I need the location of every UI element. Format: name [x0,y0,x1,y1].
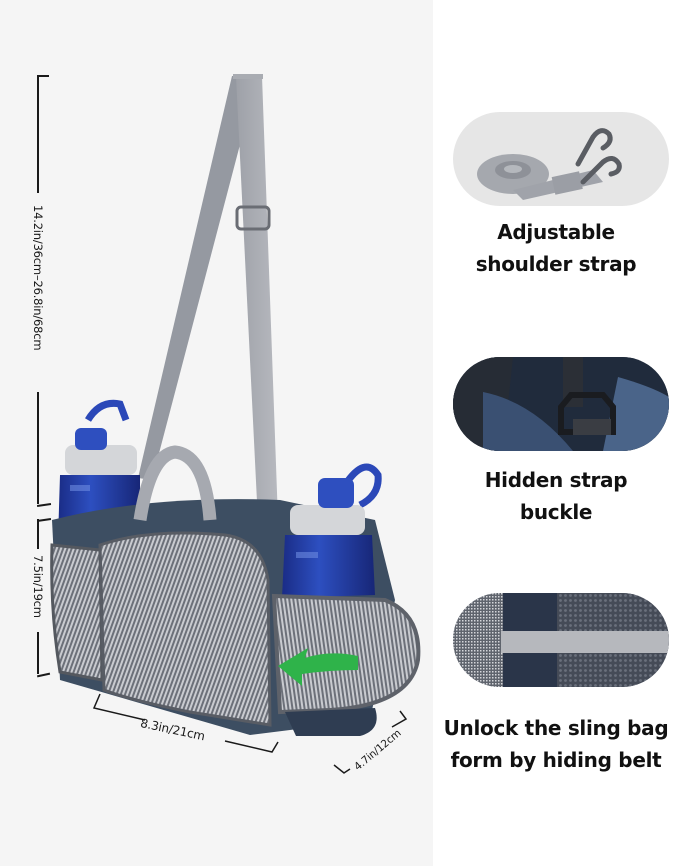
feature-title-adjustable-strap: Adjustable shoulder strap [475,220,637,276]
features-panel: Adjustable shoulder strap Hidden strap b… [433,0,679,866]
feature-image-hidden-buckle [453,357,669,451]
left-mesh-pocket [50,543,104,682]
shoulder-strap [138,74,278,522]
width-dimension-lines [92,693,279,753]
front-mesh-panel [98,531,272,727]
depth-dimension-lines [333,710,408,774]
strap-dimension-line-upper [37,75,39,193]
hip-belt-wing [271,593,421,715]
buckle-icon [558,392,616,435]
height-dimension-line-upper [37,519,39,549]
snap-hook-icon [575,128,622,185]
green-arrow-icon [278,648,358,686]
feature-image-hide-belt [453,593,669,687]
belt-loop-icon [501,631,669,653]
feature-title-hide-belt: Unlock the sling bag form by hiding belt [443,716,669,772]
right-water-bottle [282,463,382,598]
feature-title-hidden-buckle: Hidden strap buckle [484,468,628,524]
height-dimension-line-lower [37,632,39,674]
feature-image-adjustable-strap [453,112,669,206]
top-handle [133,445,217,521]
coiled-strap-icon [477,154,603,200]
sling-bag-product-photo [50,74,421,736]
strap-dimension-line-lower [37,392,39,504]
strap-dimension-top-tick [37,75,49,77]
product-image-panel: 14.2in/36cm–26.8in/68cm 7.5in/19cm 8.3in… [31,74,421,774]
